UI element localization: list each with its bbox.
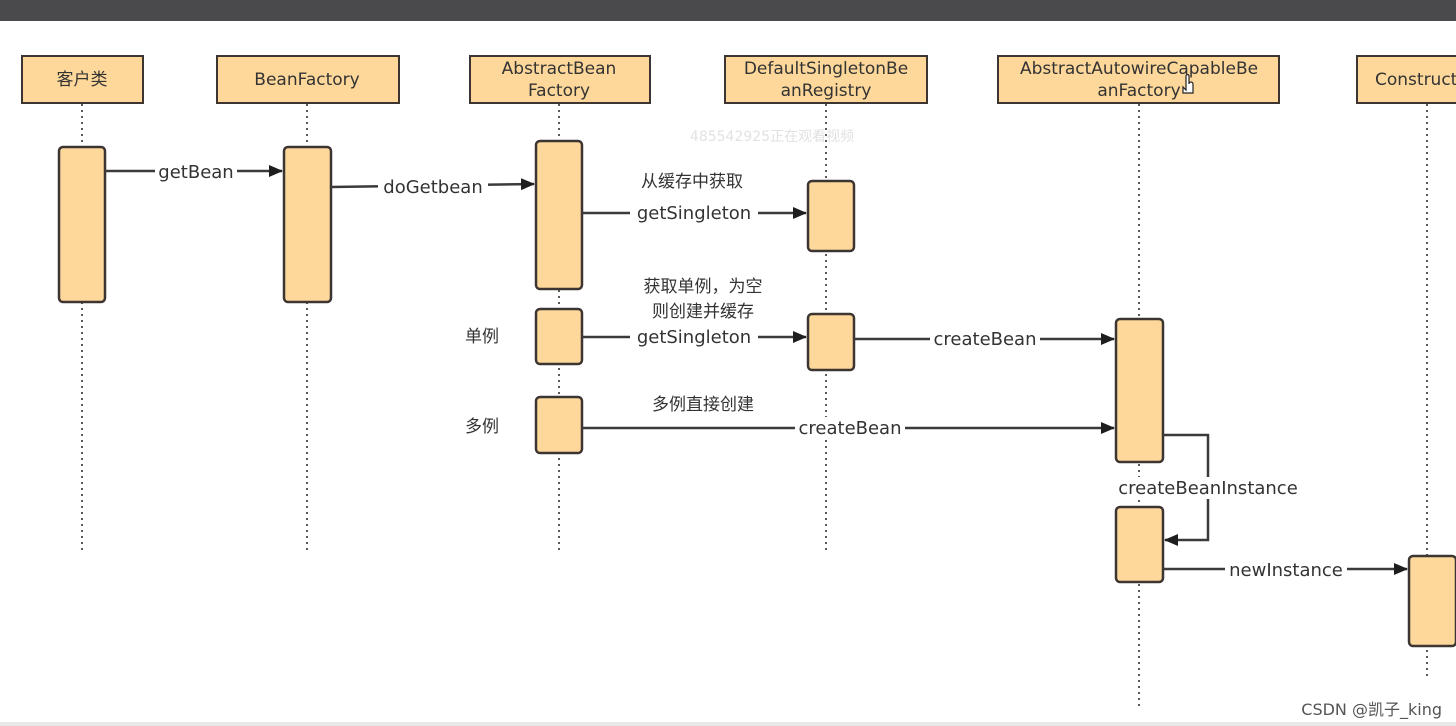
participant-label-line2: anFactory: [1097, 81, 1180, 101]
participant-bean-factory: BeanFactory: [216, 55, 400, 104]
participant-label: 客户类: [57, 70, 108, 90]
message-getSingleton-2: getSingleton: [582, 326, 807, 348]
note-from-cache: 从缓存中获取: [641, 172, 743, 192]
note-get-singleton-line1: 获取单例，为空: [644, 277, 763, 297]
note-get-singleton-line2: 则创建并缓存: [652, 302, 754, 322]
activation-autowire-factory-2: [1114, 505, 1165, 584]
message-createBean-2: createBean: [582, 417, 1115, 439]
activation-abstract-bean-factory-2: [534, 307, 584, 366]
activation-registry-2: [806, 312, 856, 372]
participant-label-line1: DefaultSingletonBe: [744, 59, 908, 79]
message-newInstance: newInstance: [1163, 558, 1408, 581]
participant-label: Construct: [1375, 70, 1456, 90]
message-getBean: getBean: [105, 160, 283, 183]
label-singleton: 单例: [465, 327, 499, 347]
activation-autowire-factory-1: [1114, 317, 1165, 464]
message-createBean-1: createBean: [854, 328, 1115, 350]
participant-constructor: Construct: [1356, 55, 1456, 104]
activation-client: [57, 145, 107, 304]
note-prototype-create: 多例直接创建: [652, 395, 754, 415]
participant-abstract-autowire-factory: AbstractAutowireCapableBe anFactory: [997, 55, 1280, 104]
participant-label-line1: AbstractAutowireCapableBe: [1020, 59, 1258, 79]
message-label: createBeanInstance: [1118, 478, 1298, 499]
message-getSingleton-1: getSingleton: [582, 202, 807, 224]
participant-label: BeanFactory: [254, 70, 359, 90]
message-label: getSingleton: [637, 203, 751, 224]
message-label: doGetbean: [383, 177, 482, 198]
hand-cursor-icon: [1182, 73, 1194, 94]
participant-client: 客户类: [21, 55, 144, 104]
activation-registry-1: [806, 179, 856, 253]
message-createBeanInstance: createBeanInstance: [1114, 433, 1302, 546]
message-label: getSingleton: [637, 327, 751, 348]
message-doGetbean: doGetbean: [330, 175, 535, 198]
video-top-bar: [0, 0, 1456, 21]
csdn-credit: CSDN @凯子_king: [1301, 700, 1442, 719]
label-prototype: 多例: [465, 417, 499, 437]
activation-bean-factory: [282, 145, 333, 304]
activation-abstract-bean-factory-1: [534, 139, 584, 291]
watermark: 485542925正在观看视频: [690, 129, 854, 145]
message-label: getBean: [158, 162, 233, 183]
activation-constructor: [1407, 554, 1456, 648]
message-label: createBean: [799, 418, 902, 439]
message-label: newInstance: [1229, 560, 1343, 581]
activation-abstract-bean-factory-3: [534, 395, 584, 455]
participant-label-line2: anRegistry: [781, 81, 872, 101]
participant-default-singleton-registry: DefaultSingletonBe anRegistry: [724, 55, 928, 104]
participant-label-line2: Factory: [528, 81, 590, 101]
participant-abstract-bean-factory: AbstractBean Factory: [469, 55, 651, 104]
message-label: createBean: [934, 329, 1037, 350]
participant-label-line1: AbstractBean: [502, 59, 617, 79]
bottom-divider: [0, 722, 1456, 726]
